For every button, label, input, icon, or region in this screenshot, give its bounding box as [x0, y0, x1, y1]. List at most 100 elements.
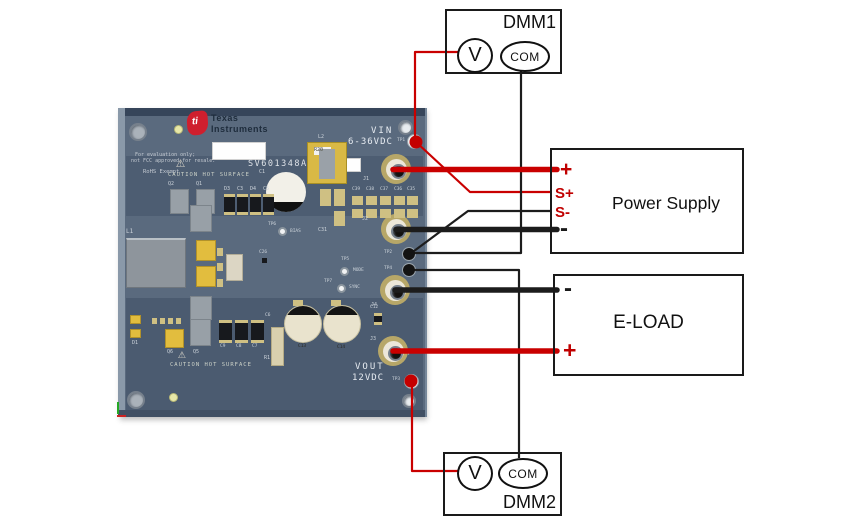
part-number: SV601348A -	[248, 159, 321, 169]
blank-label-sticker	[212, 142, 266, 160]
silkscreen-label-tp5: TP5	[341, 257, 350, 262]
component-pad	[217, 248, 223, 256]
silkscreen-label-c14: C14	[337, 345, 346, 350]
silkscreen-label-c8: C8	[236, 344, 242, 349]
component-pad	[168, 318, 173, 324]
component-pad	[219, 320, 232, 343]
component-pad	[176, 318, 181, 324]
ps-sense-minus-terminal: S-	[555, 204, 570, 221]
fiducial-bottom	[169, 393, 178, 402]
component-pad	[407, 209, 418, 218]
hot-surface-warning-icon: ⚠	[176, 153, 186, 171]
silkscreen-label-tp7: TP7	[324, 279, 333, 284]
board-detail	[324, 306, 360, 315]
component-pad	[407, 196, 418, 205]
component-pad	[366, 196, 377, 205]
silkscreen-label-r1: R1	[264, 355, 271, 361]
component-pad	[224, 194, 235, 215]
jack-j1-vin-plus	[381, 154, 411, 184]
component-pad	[320, 189, 331, 206]
vin-range: 6-36VDC	[348, 137, 393, 147]
vin-title: VIN	[371, 126, 394, 136]
silkscreen-label-l2: L2	[318, 134, 325, 140]
component-pad	[130, 315, 141, 324]
silkscreen-label-mode: MODE	[353, 268, 364, 273]
component-pad	[170, 189, 189, 214]
testpoint-pad-tp1	[407, 134, 422, 149]
board-edge-bottom	[118, 410, 425, 417]
silkscreen-label-q6: Q6	[167, 349, 174, 355]
silkscreen-label-j4: J4	[371, 302, 378, 308]
component-pad	[334, 189, 345, 206]
dmm2-com-terminal: COM	[498, 458, 548, 489]
component-pad	[235, 320, 248, 343]
silkscreen-label-d3: D3	[224, 186, 231, 192]
mounting-hole-bottom-left	[127, 391, 145, 409]
silkscreen-label-c31: C31	[318, 227, 328, 233]
component-pad	[334, 211, 345, 226]
jack-j4-vout-minus	[380, 275, 410, 305]
testpoint-pad-tp4	[402, 263, 416, 277]
dmm1-volts-terminal: V	[457, 38, 493, 73]
silkscreen-label-c13: C13	[298, 344, 307, 349]
silkscreen-label-tp3: TP3	[392, 377, 401, 382]
eload-label: E-LOAD	[613, 312, 684, 333]
component-pad	[160, 318, 165, 324]
component-pad	[374, 313, 382, 325]
silkscreen-label-r20: R20	[314, 147, 324, 153]
component-pad	[352, 209, 363, 218]
dmm1-com-terminal: COM	[500, 41, 550, 72]
component-pad	[196, 240, 216, 261]
fiducial-top	[174, 125, 183, 134]
silkscreen-label-c3: C3	[237, 186, 244, 192]
component-pad	[190, 296, 212, 320]
silkscreen-label-j1: J1	[363, 176, 370, 182]
inductor-l1	[126, 238, 186, 288]
board-detail: ti	[191, 115, 199, 128]
silkscreen-label-c35: C35	[407, 187, 416, 192]
silkscreen-label-j3: J3	[370, 336, 377, 342]
testpoint-tp5-mode	[340, 267, 349, 276]
dmm1-box: DMM1 V COM	[445, 9, 562, 74]
brand-line2: Instruments	[211, 124, 269, 134]
component-pad	[251, 320, 264, 343]
silkscreen-label-tp6: TP6	[268, 222, 277, 227]
board-detail	[285, 306, 321, 315]
board-detail	[387, 345, 403, 361]
component-pad	[237, 194, 248, 215]
silkscreen-label-c36: C36	[394, 187, 403, 192]
silkscreen-label-tp4: TP4	[384, 266, 393, 271]
brand-line1: Texas	[211, 113, 239, 123]
testpoint-pad-tp2	[402, 247, 416, 261]
silkscreen-label-q2: Q2	[168, 181, 175, 187]
silkscreen-label-l1: L1	[126, 228, 134, 235]
silkscreen-label-+: +	[406, 348, 412, 358]
testpoint-pad-tp3	[404, 374, 419, 389]
silkscreen-label-c26: C26	[259, 250, 268, 255]
component-pad	[331, 300, 341, 306]
silkscreen-label-c5: C5	[263, 186, 270, 192]
component-pad	[250, 194, 261, 215]
component-pad	[217, 279, 223, 287]
component-pad	[262, 258, 267, 263]
silkscreen-label-c12: C12	[370, 305, 379, 310]
power-supply-box: + S+ S- - Power Supply	[550, 148, 744, 254]
inductor-l2	[307, 142, 347, 184]
mounting-hole-top-right	[398, 120, 413, 135]
evaluation-board: ti Texas Instruments SV601348A - For eva…	[117, 108, 427, 417]
component-pad	[130, 329, 141, 338]
capacitor-c14	[323, 305, 361, 343]
silkscreen-label-c37: C37	[380, 187, 389, 192]
component-pad	[394, 196, 405, 205]
silkscreen-label-tp1: TP1	[397, 138, 406, 143]
hot-surface-warning-icon-2: ⚠	[178, 347, 186, 362]
silkscreen-label-c38: C38	[366, 187, 375, 192]
jack-j2-vin-minus	[381, 214, 411, 244]
eload-minus-terminal: -	[564, 275, 572, 302]
component-pad	[190, 205, 212, 232]
board-edge-right	[421, 108, 427, 417]
dmm1-label: DMM1	[503, 12, 556, 32]
power-supply-label: Power Supply	[612, 193, 720, 213]
board-detail	[266, 202, 306, 212]
